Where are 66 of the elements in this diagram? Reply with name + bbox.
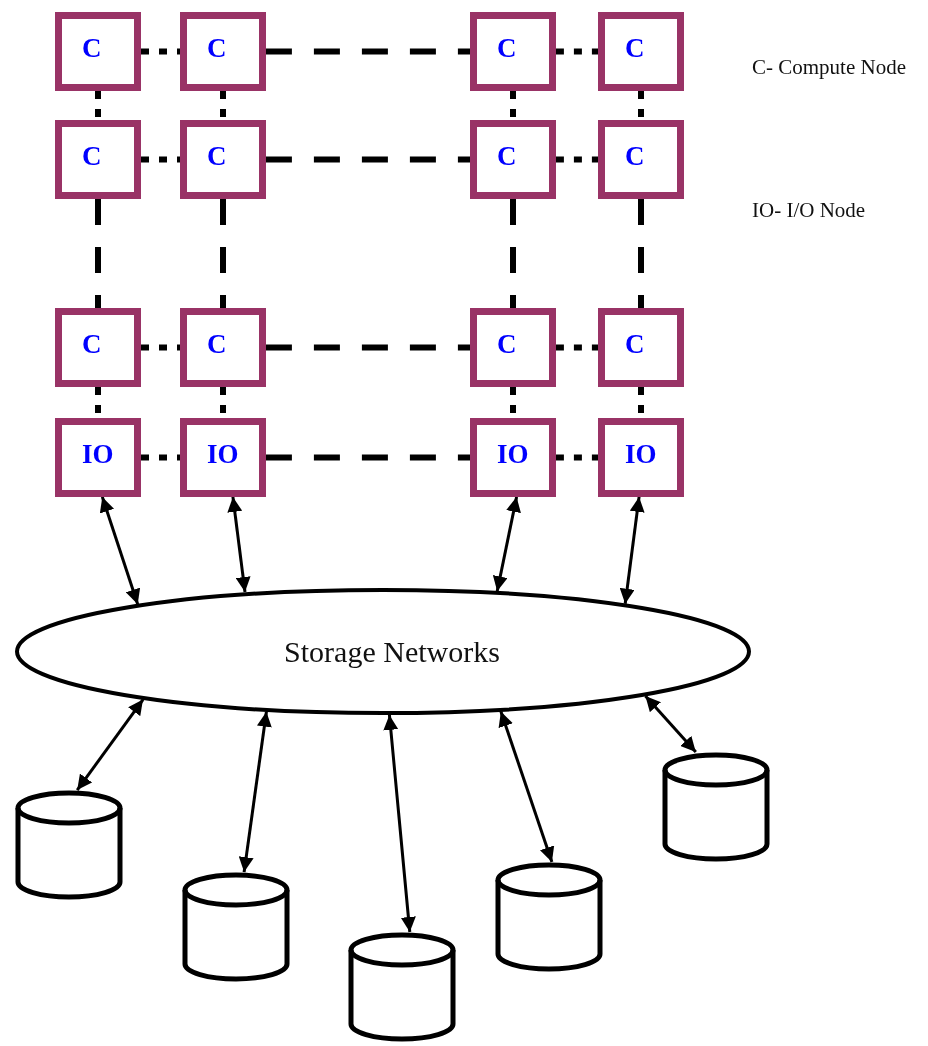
connector-line xyxy=(555,454,599,461)
storage-cylinder xyxy=(348,932,456,1042)
node-label: C xyxy=(497,33,517,64)
node-label: C xyxy=(82,329,102,360)
connector-line xyxy=(265,454,471,461)
arrow xyxy=(76,698,145,791)
arrow xyxy=(644,695,697,753)
legend-note: C- Compute Node xyxy=(752,55,907,81)
connector-line xyxy=(265,344,471,351)
connector-line xyxy=(141,454,180,461)
node-label: IO xyxy=(497,439,529,470)
connector-line xyxy=(141,344,180,351)
node-box xyxy=(55,418,141,497)
storage-cylinder xyxy=(495,862,603,972)
node-box xyxy=(180,12,266,91)
arrow xyxy=(238,711,272,873)
connector-line xyxy=(510,199,516,308)
node-label: C xyxy=(82,141,102,172)
storage-cylinder xyxy=(15,790,123,900)
node-label: C xyxy=(625,141,645,172)
connector-line xyxy=(555,344,599,351)
node-box xyxy=(470,120,556,199)
legend-note: IO- I/O Node xyxy=(752,198,867,224)
connector-line xyxy=(95,199,101,308)
storage-cylinder xyxy=(662,752,770,862)
node-box xyxy=(598,308,684,387)
network-label: Storage Networks xyxy=(283,634,500,669)
node-label: C xyxy=(207,141,227,172)
connector-line xyxy=(555,156,599,163)
node-box xyxy=(55,308,141,387)
node-label: IO xyxy=(625,439,657,470)
node-box xyxy=(180,120,266,199)
node-label: C xyxy=(625,329,645,360)
arrow xyxy=(227,496,251,593)
connector-line xyxy=(141,48,180,55)
arrow xyxy=(99,496,141,605)
node-label: C xyxy=(82,33,102,64)
node-box xyxy=(180,308,266,387)
connector-line xyxy=(141,156,180,163)
connector-line xyxy=(265,48,471,55)
connector-line xyxy=(220,199,226,308)
arrow xyxy=(619,496,645,604)
connector-line xyxy=(265,156,471,163)
node-box xyxy=(470,12,556,91)
node-box xyxy=(598,12,684,91)
network-ellipse xyxy=(15,588,751,715)
connector-line xyxy=(638,199,644,308)
node-box xyxy=(55,120,141,199)
node-box xyxy=(598,418,684,497)
node-box xyxy=(180,418,266,497)
node-box xyxy=(470,418,556,497)
node-label: C xyxy=(497,329,517,360)
node-label: IO xyxy=(82,439,114,470)
node-box xyxy=(598,120,684,199)
node-label: C xyxy=(625,33,645,64)
arrow xyxy=(383,714,416,933)
arrow xyxy=(498,711,555,863)
node-box xyxy=(470,308,556,387)
node-box xyxy=(55,12,141,91)
node-label: C xyxy=(207,33,227,64)
node-label: C xyxy=(207,329,227,360)
node-label: IO xyxy=(207,439,239,470)
connector-line xyxy=(555,48,599,55)
storage-cylinder xyxy=(182,872,290,982)
node-label: C xyxy=(497,141,517,172)
arrow xyxy=(492,496,521,592)
